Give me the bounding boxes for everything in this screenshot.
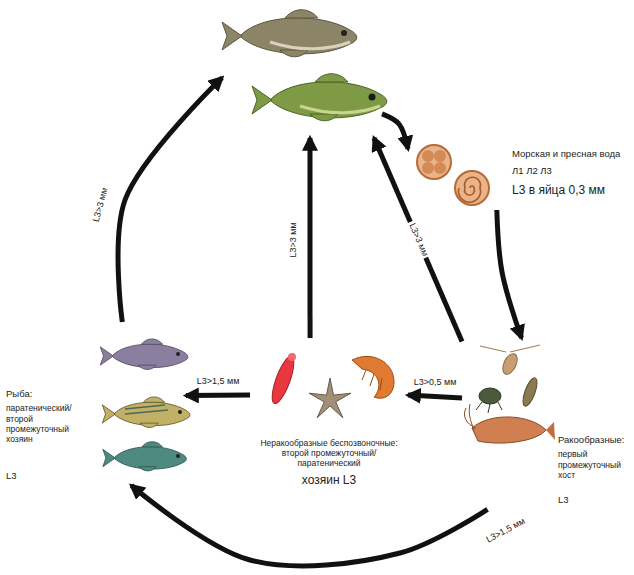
host-group: Неракообразные беспозвоночные: второй пр… xyxy=(250,338,408,506)
fish-body xyxy=(100,339,188,370)
crustaceans xyxy=(464,345,555,443)
egg-cell xyxy=(422,150,434,162)
host-heading: Ракообразные: xyxy=(558,434,624,445)
egg-cell xyxy=(422,162,434,174)
paratenic-fish xyxy=(100,339,190,471)
host-text: L3 xyxy=(6,470,17,481)
fish-eye xyxy=(176,454,180,458)
life-cycle-arrow xyxy=(186,393,250,398)
cod-eye xyxy=(341,30,347,36)
coiled-larva xyxy=(458,177,480,202)
fish-body xyxy=(103,442,187,471)
antenna xyxy=(510,345,540,352)
copepod xyxy=(479,388,501,404)
fish-stripes xyxy=(125,405,168,414)
host-group: Ракообразные: первый промежуточный хостL3 xyxy=(462,338,632,509)
egg-cell xyxy=(434,150,446,162)
fish-eye xyxy=(176,352,180,356)
larva-size-label: L3>0,5 мм xyxy=(412,378,459,388)
host-text: хозяин L3 xyxy=(302,473,356,487)
shrimp-antenna xyxy=(464,404,476,430)
fish-eye xyxy=(178,410,182,414)
egg xyxy=(417,145,451,179)
amphipod xyxy=(352,356,394,398)
cod-belly xyxy=(270,42,350,49)
fish-body xyxy=(102,397,190,428)
invertebrates xyxy=(268,353,394,418)
larva-size-label: L3>3 мм xyxy=(289,220,299,259)
cod-body xyxy=(222,10,357,57)
larva-size-label: L3>1,5 мм xyxy=(483,516,529,547)
eggs xyxy=(417,145,489,205)
amphipod-legs xyxy=(362,370,382,390)
host-text: первый промежуточный хост xyxy=(558,449,630,480)
shrimp xyxy=(472,417,546,443)
life-cycle-arrow xyxy=(308,138,313,338)
cod-eye xyxy=(369,94,376,101)
starfish xyxy=(309,378,351,418)
host-heading: Морская и пресная вода xyxy=(512,148,620,159)
cod-body xyxy=(252,74,387,121)
host-heading: Неракообразные беспозвоночные: второй пр… xyxy=(254,438,404,469)
larva-size-label: L3>3 мм xyxy=(91,185,111,225)
cod-belly xyxy=(300,106,380,113)
life-cycle-arrow xyxy=(408,395,462,398)
antenna xyxy=(480,346,506,352)
copepod xyxy=(500,351,520,376)
egg-cell xyxy=(434,162,446,174)
host-text: паратенический/второй промежуточный хозя… xyxy=(6,403,94,444)
life-cycle-arrow xyxy=(131,486,487,566)
life-cycle-arrow xyxy=(382,114,408,149)
host-group: Рыба: паратенический/второй промежуточный… xyxy=(4,322,186,486)
larva-size-label: L3>3 мм xyxy=(406,220,431,260)
host-heading: Рыба: xyxy=(6,388,32,399)
larva-size-label: L3>1,5 мм xyxy=(195,377,242,387)
host-text: L3 в яйца 0,3 мм xyxy=(512,183,605,197)
host-text: Л1 Л2 Л3 xyxy=(512,165,552,176)
green-cod-fish xyxy=(252,74,387,121)
life-cycle-arrow xyxy=(374,138,462,341)
copepod-legs xyxy=(476,402,502,413)
worm xyxy=(268,354,298,406)
life-cycle-arrow xyxy=(497,210,522,338)
worm-head xyxy=(288,353,296,361)
shrimp-tail xyxy=(546,422,555,440)
egg xyxy=(455,171,489,205)
copepod xyxy=(520,376,540,408)
host-group: Морская и пресная вода Л1 Л2 Л3 L3 в яйца … xyxy=(408,138,630,210)
life-cycle-arrow xyxy=(118,78,222,322)
host-group xyxy=(222,4,382,138)
host-text: L3 xyxy=(558,494,569,505)
cod-fish xyxy=(222,10,357,57)
